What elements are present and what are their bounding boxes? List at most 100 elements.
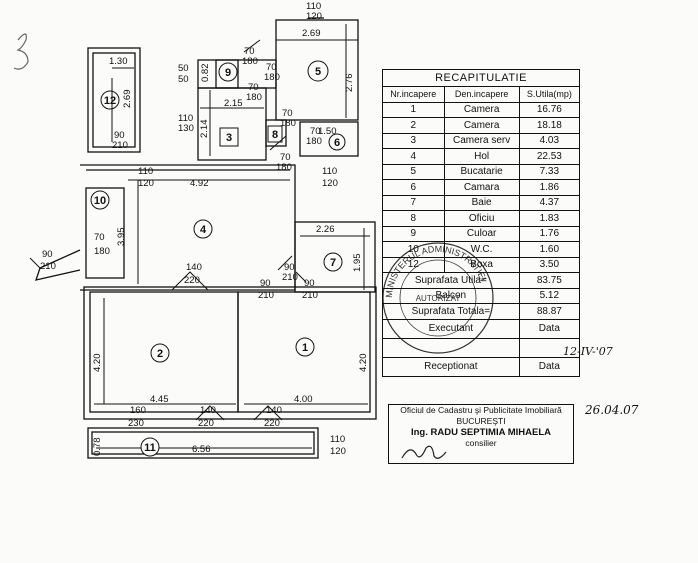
cell: Camera serv xyxy=(443,132,520,149)
dim-label: 4.45 xyxy=(150,394,169,405)
opening-label: 180 xyxy=(306,136,322,147)
opening-label: 160 xyxy=(130,405,146,416)
dim-label: 1.30 xyxy=(109,56,128,67)
cell: 3 xyxy=(382,132,445,149)
dim-label: 2.69 xyxy=(122,90,133,109)
opening-label: 70 xyxy=(244,46,255,57)
dim-label: 0.82 xyxy=(200,64,211,83)
balcony-value: 5.12 xyxy=(518,287,581,304)
opening-label: 230 xyxy=(128,418,144,429)
opening-label: 120 xyxy=(330,446,346,457)
cell: 7 xyxy=(382,194,445,211)
opening-labels: 110 120 90 210 50 50 70 180 70 180 70 18… xyxy=(40,1,346,457)
room-12-number: 12 xyxy=(104,95,116,107)
cell: 3.50 xyxy=(518,256,581,273)
room-6-outline xyxy=(299,121,359,157)
cell: 12 xyxy=(382,256,445,273)
opening-label: 90 xyxy=(284,262,295,273)
opening-label: 180 xyxy=(280,118,296,129)
dimension-lines xyxy=(94,24,371,449)
dim-label: 3.95 xyxy=(116,228,127,247)
opening-label: 70 xyxy=(282,108,293,119)
opening-label: 90 xyxy=(114,130,125,141)
opening-label: 130 xyxy=(178,123,194,134)
opening-label: 220 xyxy=(184,275,200,286)
opening-label: 110 xyxy=(322,166,337,177)
cell: 4.03 xyxy=(518,132,581,149)
opening-label: 110 xyxy=(330,434,345,445)
total-area-value: 88.87 xyxy=(518,303,581,320)
opening-label: 90 xyxy=(42,249,53,260)
room-4-number: 4 xyxy=(200,224,207,236)
room-11-outline xyxy=(87,427,319,459)
signature-scribble xyxy=(401,445,447,459)
room-8-number: 8 xyxy=(272,129,278,141)
opening-label: 180 xyxy=(94,246,110,257)
usable-area-value: 83.75 xyxy=(518,272,581,289)
ocpi-role: consilier xyxy=(465,438,497,448)
opening-label: 140 xyxy=(200,405,216,416)
room-10-outline xyxy=(85,187,125,279)
opening-label: 50 xyxy=(178,63,189,74)
opening-label: 210 xyxy=(302,290,318,301)
cell: 1.83 xyxy=(518,210,581,227)
recap-table: RECAPITULATIE Nr.incapere Den.incapere S… xyxy=(382,69,581,377)
col-header: S.Utila(mp) xyxy=(518,86,581,103)
cell: 1.76 xyxy=(518,225,581,242)
usable-area-label: Suprafata Utila= xyxy=(382,272,520,289)
dim-label: 0.78 xyxy=(92,438,103,457)
cell: Camera xyxy=(443,117,520,134)
cell: Hol xyxy=(443,148,520,165)
opening-label: 120 xyxy=(322,178,338,189)
opening-label: 70 xyxy=(266,62,277,73)
opening-label: 90 xyxy=(304,278,315,289)
opening-label: 210 xyxy=(258,290,274,301)
dim-label: 4.20 xyxy=(92,354,103,373)
opening-label: 180 xyxy=(246,92,262,103)
ocpi-office: Oficiul de Cadastru şi Publicitate Imobi… xyxy=(400,405,562,415)
cell: 1.60 xyxy=(518,241,581,258)
opening-label: 180 xyxy=(242,56,258,67)
recap-title: RECAPITULATIE xyxy=(382,69,580,87)
dim-label: 1.50 xyxy=(318,126,337,137)
room-6-number: 6 xyxy=(334,137,340,149)
opening-label: 110 xyxy=(178,113,193,124)
cell: Camara xyxy=(443,179,520,196)
room-11-number: 11 xyxy=(144,442,156,454)
room-numbers: 1 2 3 4 5 6 7 8 9 10 11 12 xyxy=(90,60,346,457)
cell: 22.53 xyxy=(518,148,581,165)
opening-label: 70 xyxy=(310,126,321,137)
dim-label: 4.92 xyxy=(190,178,209,189)
receptionat-label: Receptionat xyxy=(382,356,520,377)
cell: Oficiu xyxy=(443,210,520,227)
opening-label: 110 xyxy=(306,1,321,12)
cell: 1 xyxy=(382,101,445,118)
opening-label: 220 xyxy=(198,418,214,429)
opening-label: 70 xyxy=(248,82,259,93)
opening-label: 140 xyxy=(186,262,202,273)
room-5-number: 5 xyxy=(315,66,321,78)
room-7-number: 7 xyxy=(330,257,336,269)
cell: Bucatarie xyxy=(443,163,520,180)
room-1-number: 1 xyxy=(302,342,308,354)
opening-label: 210 xyxy=(112,140,128,151)
opening-label: 120 xyxy=(306,11,322,22)
room-8-outline xyxy=(265,119,287,147)
dim-label: 1.95 xyxy=(352,254,363,273)
handwritten-date: 26.04.07 xyxy=(585,403,639,417)
total-area-label: Suprafata Totala= xyxy=(382,303,520,320)
room-10-number: 10 xyxy=(94,195,106,207)
opening-label: 90 xyxy=(260,278,271,289)
executant-date-label: Data xyxy=(518,318,581,339)
balcony-label: Balcon xyxy=(382,287,520,304)
cell: 5 xyxy=(382,163,445,180)
